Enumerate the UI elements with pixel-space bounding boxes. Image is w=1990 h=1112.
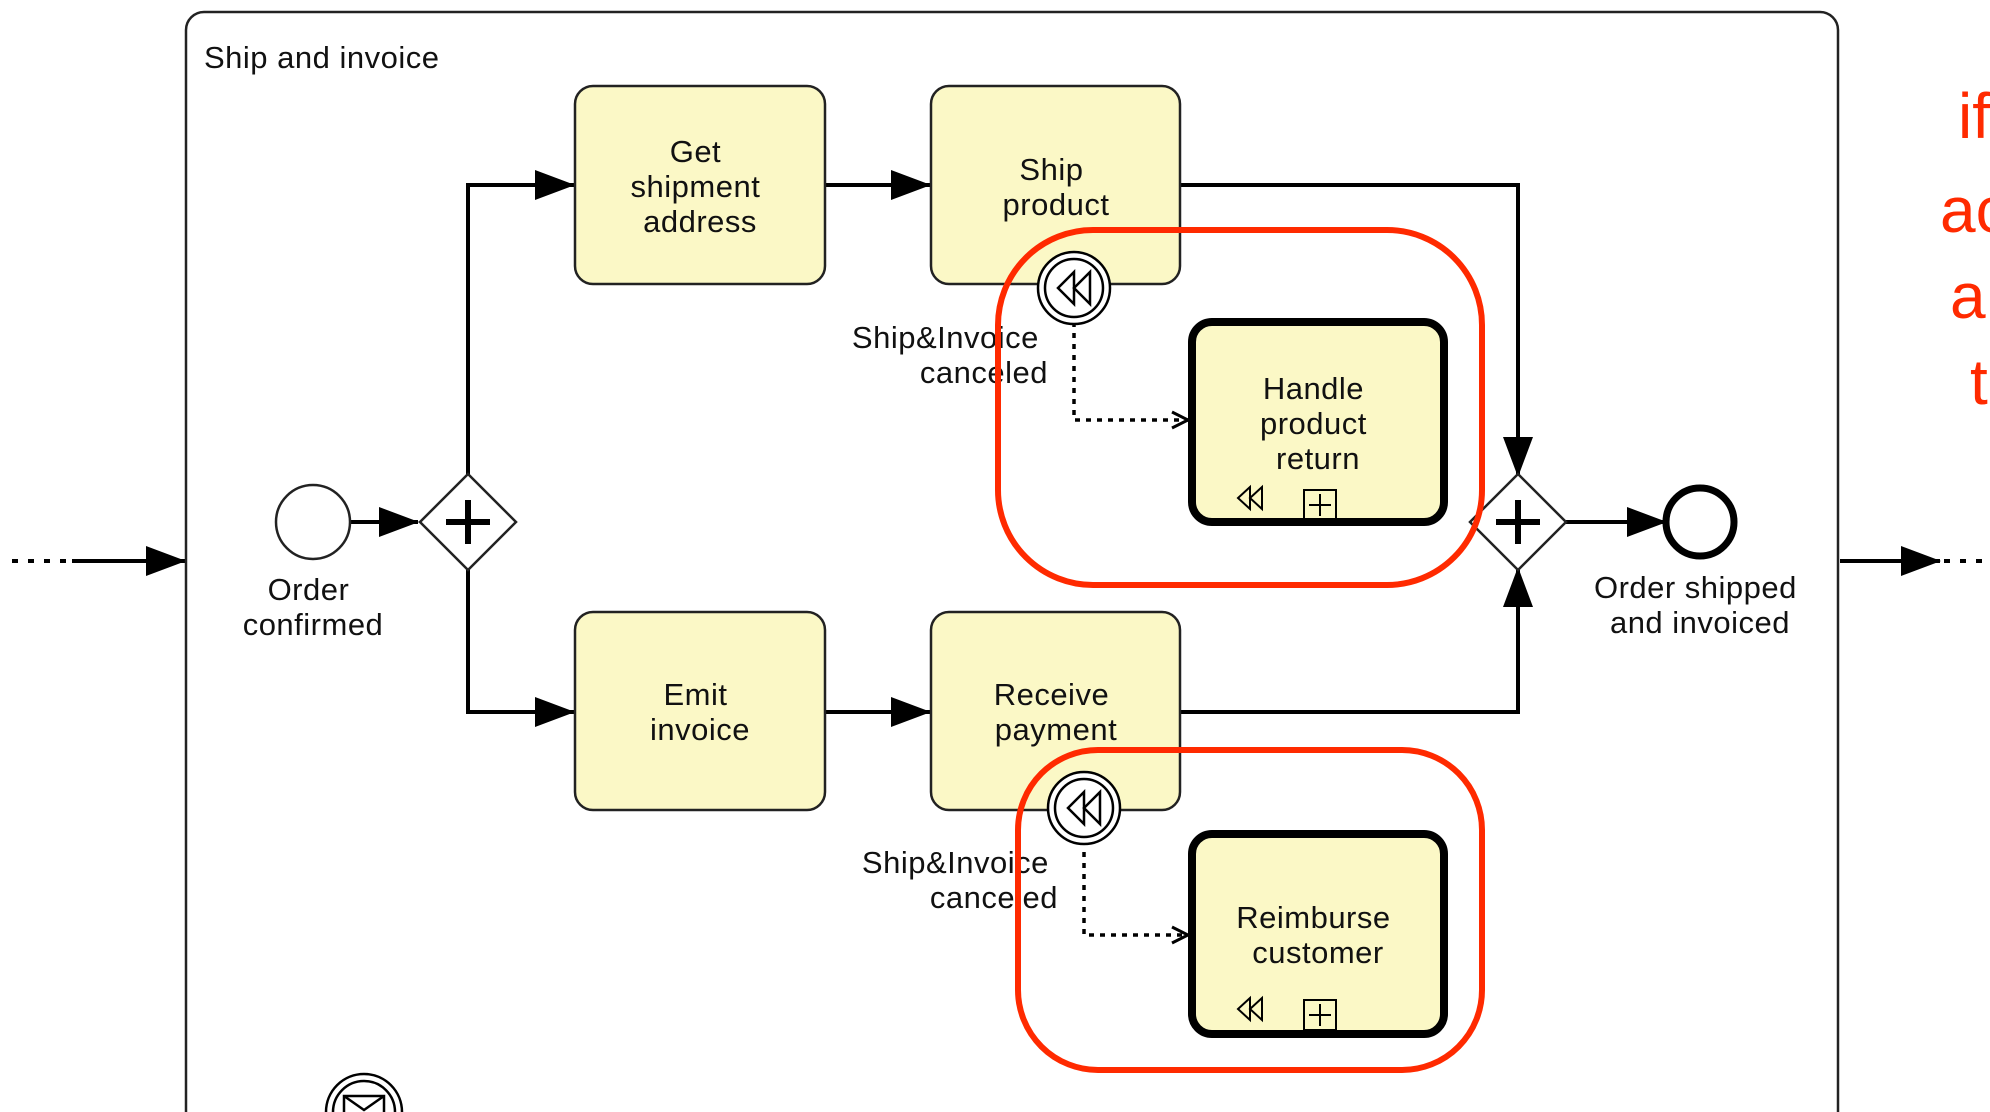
boundary-event-lower[interactable] xyxy=(1046,770,1122,846)
task-handle-product-return[interactable]: Handle product return xyxy=(1188,318,1448,526)
sequence-flows xyxy=(351,170,1667,727)
task-ship-product[interactable]: Ship product xyxy=(929,84,1182,286)
boundary-event-upper-label: Ship&Invoice canceled xyxy=(852,320,1048,390)
task-label: Receive payment xyxy=(994,677,1119,747)
task-receive-payment[interactable]: Receive payment xyxy=(929,610,1182,812)
parallel-gateway-split[interactable] xyxy=(418,472,518,572)
start-event-label: Order confirmed xyxy=(243,572,384,642)
highlight-outline-upper xyxy=(995,227,1485,588)
envelope-icon xyxy=(342,1094,386,1112)
task-label: Emit invoice xyxy=(650,677,750,747)
task-label: Ship product xyxy=(1003,152,1110,222)
compensation-marker-icon xyxy=(1236,484,1263,512)
expand-marker-icon xyxy=(1303,489,1337,521)
plus-icon xyxy=(1496,500,1540,544)
subprocess-title: Ship and invoice xyxy=(204,40,440,75)
compensation-icon xyxy=(1066,788,1102,828)
parallel-gateway-join[interactable] xyxy=(1468,472,1568,572)
task-label: Reimburse customer xyxy=(1236,900,1400,970)
highlight-outline-lower xyxy=(1015,747,1485,1073)
task-label: Handle product return xyxy=(1260,371,1376,476)
plus-icon xyxy=(446,500,490,544)
start-event[interactable] xyxy=(274,483,352,561)
compensation-icon xyxy=(1056,268,1092,308)
task-emit-invoice[interactable]: Emit invoice xyxy=(573,610,827,812)
expand-marker-icon xyxy=(1303,999,1337,1031)
message-event-partial[interactable] xyxy=(324,1072,404,1112)
task-reimburse-customer[interactable]: Reimburse customer xyxy=(1188,830,1448,1038)
compensation-marker-icon xyxy=(1236,995,1263,1023)
task-label: Get shipment address xyxy=(631,134,770,239)
end-event[interactable] xyxy=(1662,484,1738,560)
end-event-label: Order shipped and invoiced xyxy=(1594,570,1806,640)
boundary-event-upper[interactable] xyxy=(1036,250,1112,326)
annotation-text: if ac a t xyxy=(1940,80,1990,418)
task-get-shipment-address[interactable]: Get shipment address xyxy=(573,84,827,286)
